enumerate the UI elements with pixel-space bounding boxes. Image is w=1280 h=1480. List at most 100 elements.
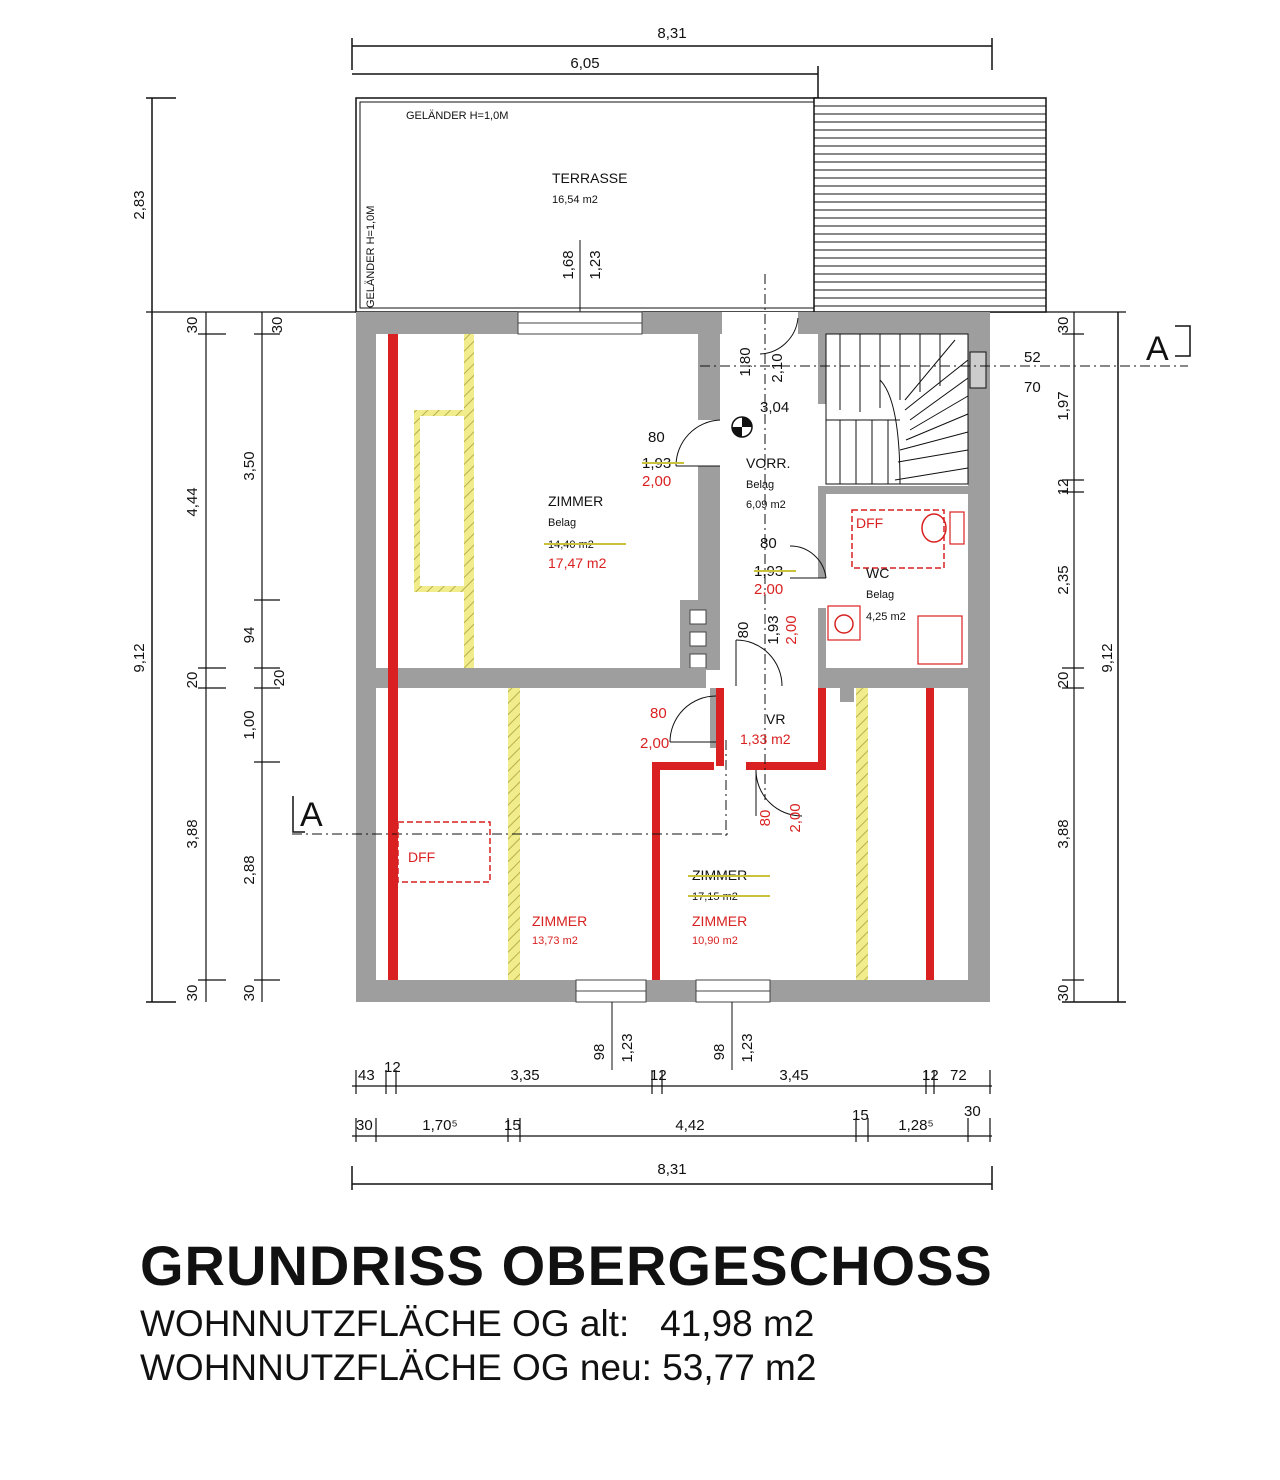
dim-b2-e: 15 xyxy=(852,1107,869,1124)
area-alt-line: WOHNNUTZFLÄCHE OG alt: 41,98 m2 xyxy=(140,1302,1240,1346)
dim-top-overall-label: 8,31 xyxy=(657,25,686,42)
floor-plan: 8,31 6,05 2,83 9,12 30 4,44 20 3,88 30 xyxy=(131,25,1191,1190)
outer-walls xyxy=(356,311,990,1003)
dim-bottom-1: 43 12 3,35 12 3,45 12 72 xyxy=(352,1059,992,1094)
terrace-area: 16,54 m2 xyxy=(552,194,598,206)
title-block: GRUNDRISS OBERGESCHOSS WOHNNUTZFLÄCHE OG… xyxy=(140,1230,1240,1390)
stair-level: 3,04 xyxy=(760,399,789,416)
area-neu-label: WOHNNUTZFLÄCHE OG neu: xyxy=(140,1347,652,1388)
dim-left-mid-e: 30 xyxy=(184,985,201,1002)
dim-right-d: 2,35 xyxy=(1055,565,1072,594)
dim-right: 30 1,97 12 2,35 20 3,88 30 9,12 xyxy=(990,311,1126,1003)
zimmer-top-name: ZIMMER xyxy=(548,493,603,509)
stair-b: 2,10 xyxy=(769,353,786,382)
zimmer-bl-name: ZIMMER xyxy=(532,913,587,929)
dim-left-inner-g: 30 xyxy=(241,985,258,1002)
dim-b2-a: 30 xyxy=(356,1117,373,1134)
dim-b1-g: 72 xyxy=(950,1067,967,1084)
dim-left-inner-f: 2,88 xyxy=(241,855,258,884)
dim-left-mid: 30 4,44 20 3,88 30 xyxy=(184,312,226,1002)
win-top-head: 1,23 xyxy=(587,250,604,279)
door-1-h-new: 2,00 xyxy=(642,473,671,490)
dim-b1-e: 3,45 xyxy=(779,1067,808,1084)
dim-b1-d: 12 xyxy=(650,1067,667,1084)
area-neu-value: 53,77 m2 xyxy=(662,1347,817,1388)
section-marker-left: A xyxy=(300,796,323,834)
room-zimmer-br: ZIMMER 17,15 m2 ZIMMER 10,90 m2 xyxy=(688,867,770,947)
room-zimmer-bl: DFF ZIMMER 13,73 m2 xyxy=(397,821,587,947)
dim-top-terrace: 6,05 xyxy=(352,55,819,100)
riser-b: 70 xyxy=(1024,379,1041,396)
area-alt-value: 41,98 m2 xyxy=(660,1303,815,1344)
vr-name: VR xyxy=(766,711,785,727)
dim-right-b: 1,97 xyxy=(1055,391,1072,420)
dim-left-total-label: 9,12 xyxy=(131,643,148,672)
door-3-h-old: 1,93 xyxy=(765,615,782,644)
dim-right-g: 30 xyxy=(1055,985,1072,1002)
stair xyxy=(825,333,987,485)
win-top-sill: 1,68 xyxy=(560,250,577,279)
inner-walls xyxy=(376,334,968,748)
wc-area: 4,25 m2 xyxy=(866,611,906,623)
wc-floor: Belag xyxy=(866,589,894,601)
dim-left-inner-c: 94 xyxy=(241,627,258,644)
door-5-h-new: 2,00 xyxy=(787,803,804,832)
dim-bottom-3: 8,31 xyxy=(351,1161,993,1190)
door-2-h-new: 2,00 xyxy=(754,581,783,598)
vr-area: 1,33 m2 xyxy=(740,731,791,747)
removed-walls xyxy=(414,334,868,980)
dim-left-mid-a: 30 xyxy=(184,317,201,334)
plan-title: GRUNDRISS OBERGESCHOSS xyxy=(140,1234,993,1297)
door-3-w: 80 xyxy=(735,622,752,639)
area-alt-label: WOHNNUTZFLÄCHE OG alt: xyxy=(140,1303,630,1344)
dim-right-a: 30 xyxy=(1055,317,1072,334)
dim-b3-overall: 8,31 xyxy=(657,1161,686,1178)
door-3-h-new: 2,00 xyxy=(783,615,800,644)
zimmer-bl-skylight: DFF xyxy=(408,849,435,865)
door-labels: 80 1,93 2,00 80 1,93 2,00 80 1,93 2,00 8… xyxy=(640,429,804,833)
dim-left-mid-b: 4,44 xyxy=(184,487,201,516)
terrace-name: TERRASSE xyxy=(552,170,627,186)
room-zimmer-top: ZIMMER Belag 14,40 m2 17,47 m2 xyxy=(544,493,626,571)
dim-right-c: 12 xyxy=(1055,479,1072,496)
door-2-w: 80 xyxy=(760,535,777,552)
dim-left-inner: 30 3,50 94 20 1,00 2,88 30 xyxy=(241,312,288,1002)
dim-left-mid-c: 20 xyxy=(184,672,201,689)
dim-left-inner-a: 30 xyxy=(269,317,286,334)
door-4-h-new: 2,00 xyxy=(640,735,669,752)
zimmer-br-area: 10,90 m2 xyxy=(692,935,738,947)
new-walls xyxy=(388,334,934,980)
dim-right-f: 3,88 xyxy=(1055,819,1072,848)
dim-top-terrace-label: 6,05 xyxy=(570,55,599,72)
riser-a: 52 xyxy=(1024,349,1041,366)
dim-b2-b: 1,70⁵ xyxy=(422,1117,457,1134)
zimmer-bl-area: 13,73 m2 xyxy=(532,935,578,947)
room-vorraum: VORR. Belag 6,09 m2 xyxy=(746,455,790,511)
door-5-w: 80 xyxy=(757,810,774,827)
dim-b2-g: 30 xyxy=(964,1103,981,1120)
door-4-w: 80 xyxy=(650,705,667,722)
door-1-w: 80 xyxy=(648,429,665,446)
dim-left-outer: 2,83 9,12 xyxy=(131,97,360,1003)
dim-b1-b: 12 xyxy=(384,1059,401,1076)
dim-left-mid-d: 3,88 xyxy=(184,819,201,848)
dim-left-inner-e: 1,00 xyxy=(241,710,258,739)
stair-a: 1,80 xyxy=(737,347,754,376)
win-br-sill: 98 xyxy=(711,1044,728,1061)
area-neu-line: WOHNNUTZFLÄCHE OG neu: 53,77 m2 xyxy=(140,1346,1240,1390)
room-wc: DFF WC Belag 4,25 m2 xyxy=(827,509,965,665)
zimmer-br-name: ZIMMER xyxy=(692,913,747,929)
vorraum-name: VORR. xyxy=(746,455,790,471)
dim-b2-d: 4,42 xyxy=(675,1117,704,1134)
dim-b2-c: 15 xyxy=(504,1117,521,1134)
section-line: A A xyxy=(292,274,1191,840)
dim-top-overall: 8,31 xyxy=(351,25,993,70)
dim-right-total: 9,12 xyxy=(1099,643,1116,672)
wc-name: WC xyxy=(866,565,889,581)
dim-right-e: 20 xyxy=(1055,672,1072,689)
zimmer-top-area-new: 17,47 m2 xyxy=(548,555,607,571)
terrace-railing-top: GELÄNDER H=1,0M xyxy=(406,110,508,122)
dim-left-inner-b: 3,50 xyxy=(241,451,258,480)
win-bl-sill: 98 xyxy=(591,1044,608,1061)
zimmer-top-floor: Belag xyxy=(548,517,576,529)
